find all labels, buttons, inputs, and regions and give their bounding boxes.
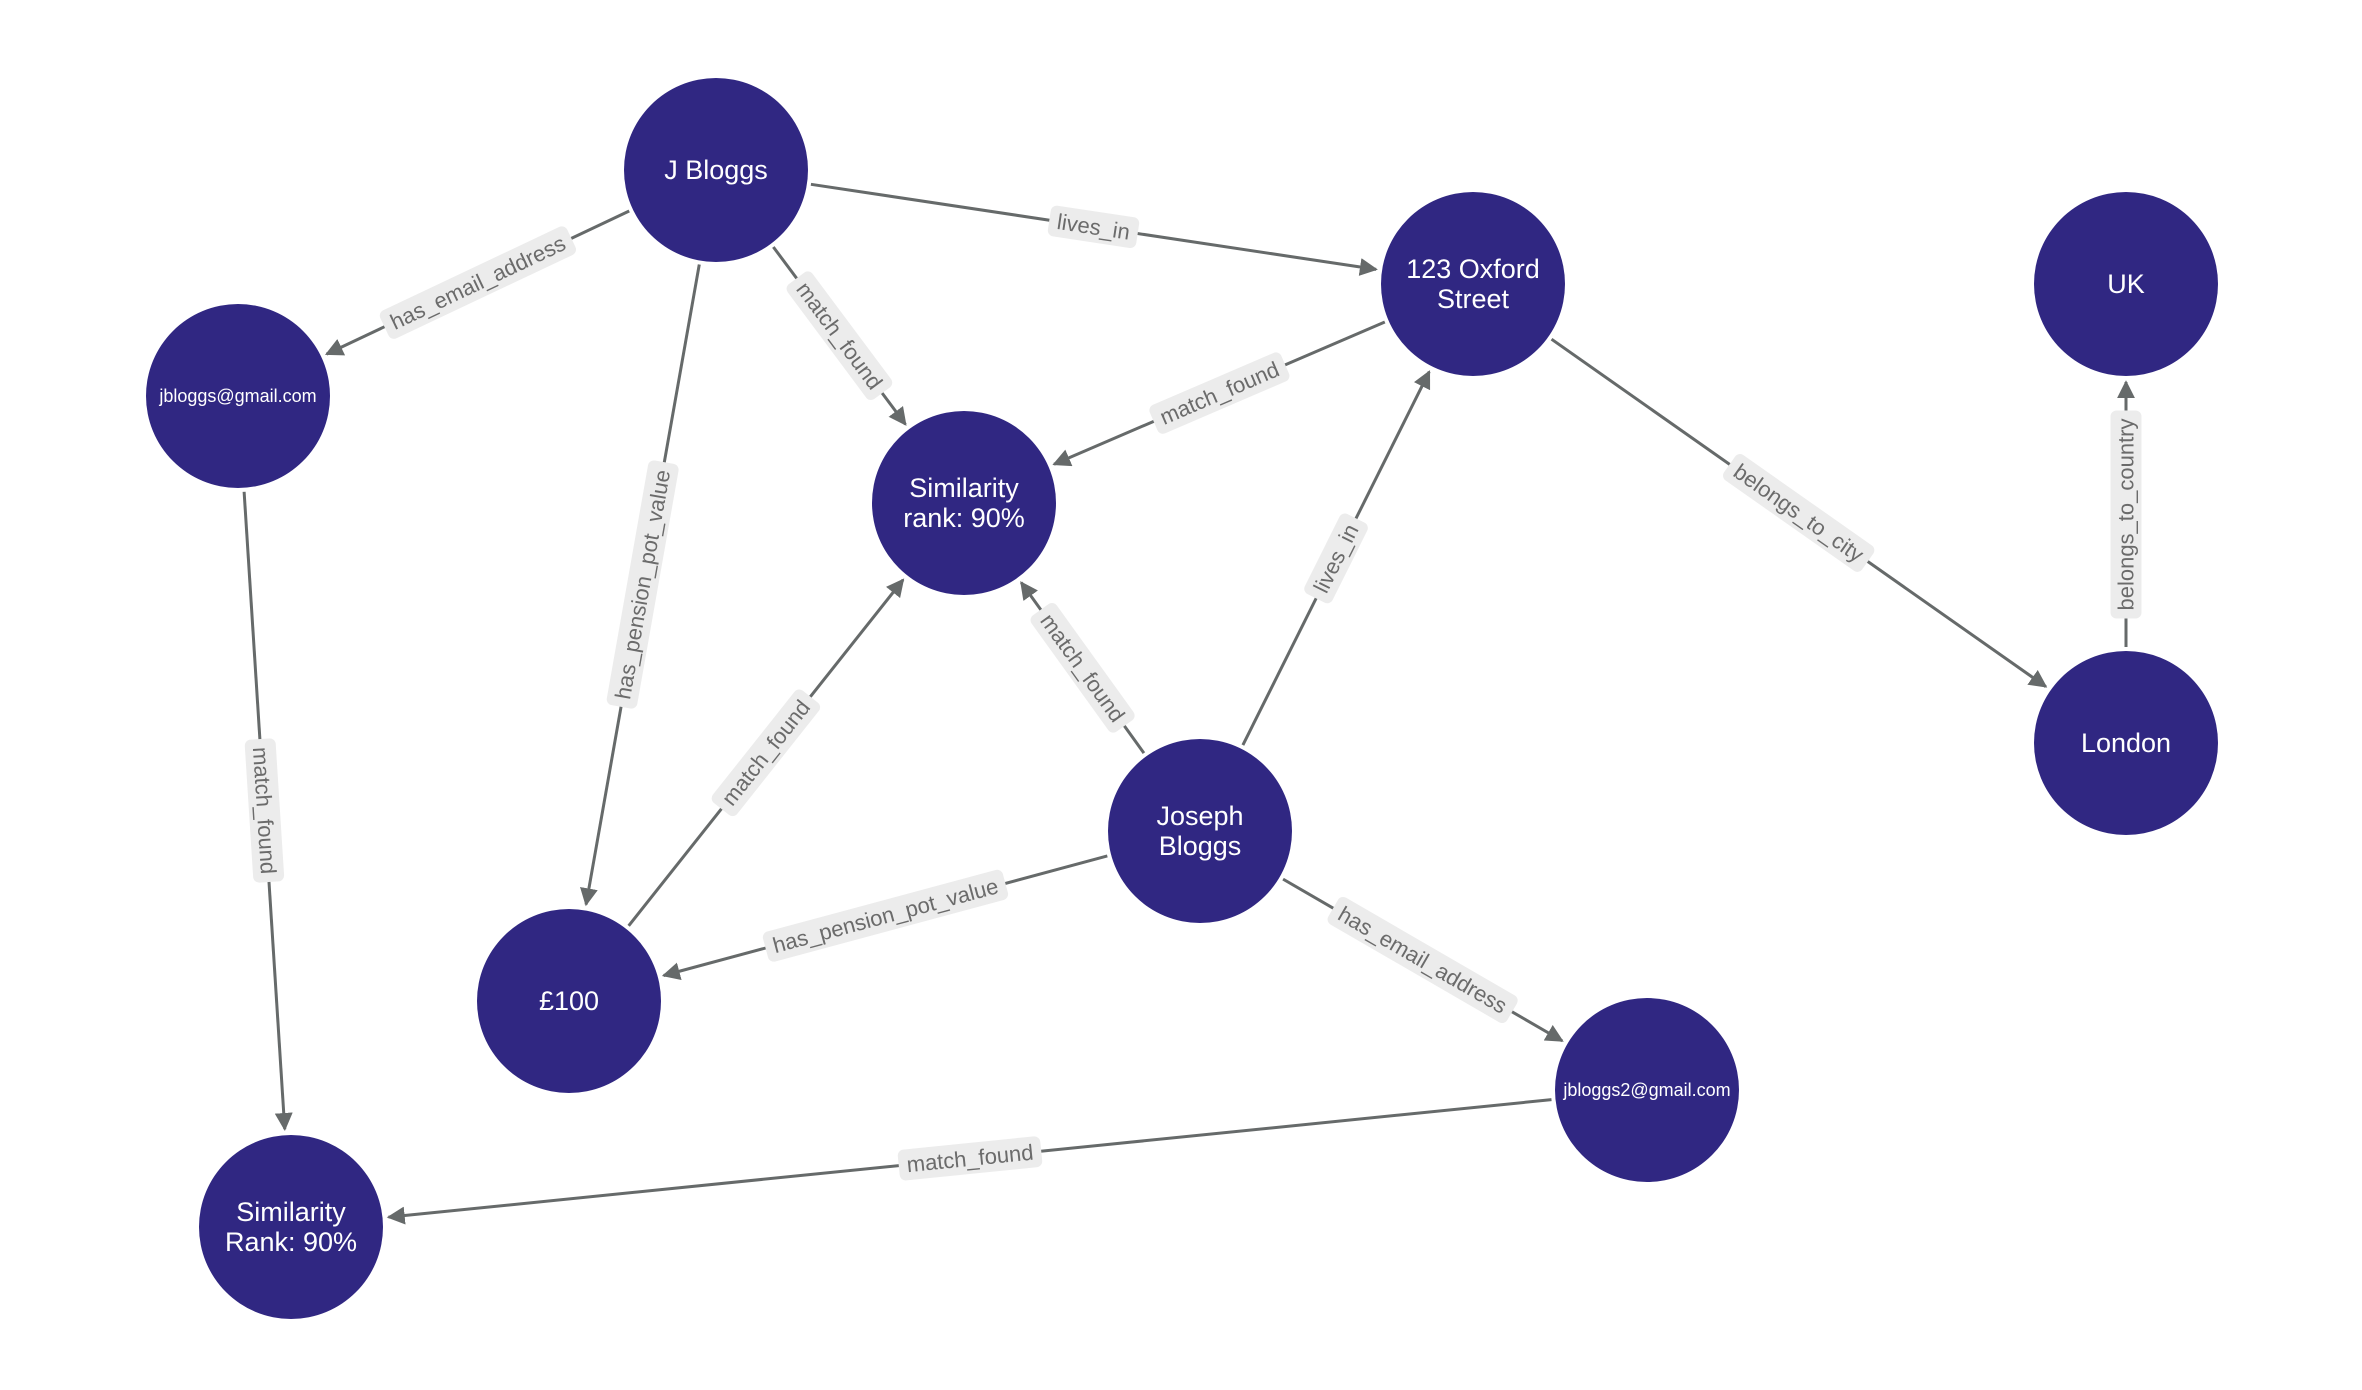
edge-label-background [786, 271, 893, 400]
edge-joseph-to-email2: has_email_address [1282, 877, 1564, 1043]
edge-label-background [2110, 410, 2142, 619]
edge-label-background [1030, 603, 1135, 733]
node-label: London [2081, 728, 2171, 758]
edge-jbloggs-to-pot: has_pension_pot_value [580, 264, 701, 907]
edge-label: belongs_to_country [2114, 418, 2139, 610]
node-label: 123 Oxford [1406, 254, 1540, 284]
edge-email1-to-sim2: match_found [242, 491, 293, 1131]
node-label: jbloggs2@gmail.com [1562, 1080, 1730, 1100]
edge-label-group: match_found [1149, 352, 1290, 434]
edge-joseph-to-oxford: lives_in [1241, 370, 1431, 746]
node-label: J Bloggs [664, 155, 768, 185]
edge-label-group: belongs_to_country [2110, 410, 2142, 619]
edge-label-background [762, 869, 1009, 962]
node-label: UK [2107, 269, 2145, 299]
edge-label-group: has_pension_pot_value [762, 869, 1009, 962]
edge-label-group: has_pension_pot_value [606, 460, 679, 709]
edge-label-background [1047, 205, 1140, 249]
node-london[interactable]: London [2034, 651, 2218, 835]
edge-label-group: belongs_to_city [1723, 454, 1875, 572]
edge-label-group: has_email_address [1327, 896, 1518, 1024]
edge-label-group: match_found [1030, 603, 1135, 733]
nodes-layer: J Bloggs jbloggs@gmail.com 123 OxfordStree… [146, 78, 2218, 1319]
node-label: Similarity [909, 473, 1019, 503]
edge-label-group: lives_in [1047, 205, 1140, 249]
edge-label-background [1304, 513, 1368, 604]
edge-oxford-to-sim1: match_found [1052, 320, 1386, 467]
node-circle[interactable] [199, 1135, 383, 1319]
edge-label: match_found [791, 277, 887, 394]
edge-label-group: lives_in [1304, 513, 1368, 604]
edge-label: match_found [717, 695, 816, 810]
edge-london-to-uk: belongs_to_country [2110, 380, 2142, 647]
node-label: Rank: 90% [225, 1227, 357, 1257]
node-circle[interactable] [1555, 998, 1739, 1182]
node-jbloggs[interactable]: J Bloggs [624, 78, 808, 262]
edge-label: has_email_address [386, 230, 569, 334]
edge-label: has_email_address [1334, 901, 1512, 1018]
edge-jbloggs-to-sim1: match_found [772, 246, 907, 426]
edge-label: match_found [1156, 356, 1283, 429]
node-circle[interactable] [2034, 192, 2218, 376]
node-email2[interactable]: jbloggs2@gmail.com [1555, 998, 1739, 1182]
edge-email2-to-sim2: match_found [386, 1098, 1552, 1225]
node-circle[interactable] [1381, 192, 1565, 376]
edge-label-background [897, 1136, 1043, 1181]
edge-joseph-to-sim1: match_found [1020, 581, 1146, 754]
edge-joseph-to-pot: has_pension_pot_value [661, 854, 1108, 980]
node-label: £100 [539, 986, 599, 1016]
edge-label-group: match_found [786, 271, 893, 400]
edge-label-group: match_found [897, 1136, 1043, 1181]
edge-label-background [606, 460, 679, 709]
node-circle[interactable] [477, 909, 661, 1093]
edge-label: belongs_to_city [1729, 459, 1868, 567]
node-circle[interactable] [146, 304, 330, 488]
node-circle[interactable] [2034, 651, 2218, 835]
edge-label: lives_in [1055, 209, 1131, 245]
node-label: Similarity [236, 1197, 346, 1227]
node-pot[interactable]: £100 [477, 909, 661, 1093]
edge-label-group: match_found [711, 689, 821, 817]
edge-label: match_found [1035, 609, 1130, 727]
edge-pot-to-sim1: match_found [627, 578, 905, 927]
edge-label-background [1723, 454, 1875, 572]
node-label: rank: 90% [903, 503, 1025, 533]
node-uk[interactable]: UK [2034, 192, 2218, 376]
edge-label: lives_in [1308, 520, 1363, 597]
edge-label-group: match_found [244, 738, 285, 883]
edge-jbloggs-to-oxford: lives_in [810, 182, 1378, 276]
edge-label-background [379, 226, 577, 339]
edge-label-background [244, 738, 285, 883]
node-label: jbloggs@gmail.com [158, 386, 316, 406]
node-circle[interactable] [872, 411, 1056, 595]
node-email1[interactable]: jbloggs@gmail.com [146, 304, 330, 488]
edge-label: has_pension_pot_value [770, 873, 1001, 958]
edge-jbloggs-to-email1: has_email_address [324, 209, 630, 356]
node-label: Bloggs [1159, 831, 1242, 861]
node-label: Street [1437, 284, 1510, 314]
edge-label-background [1149, 352, 1290, 434]
node-label: Joseph [1156, 801, 1243, 831]
edge-oxford-to-london: belongs_to_city [1550, 337, 2048, 688]
node-circle[interactable] [624, 78, 808, 262]
edge-label-group: has_email_address [379, 226, 577, 339]
edge-label-background [1327, 896, 1518, 1024]
edge-label-background [711, 689, 821, 817]
node-circle[interactable] [1108, 739, 1292, 923]
